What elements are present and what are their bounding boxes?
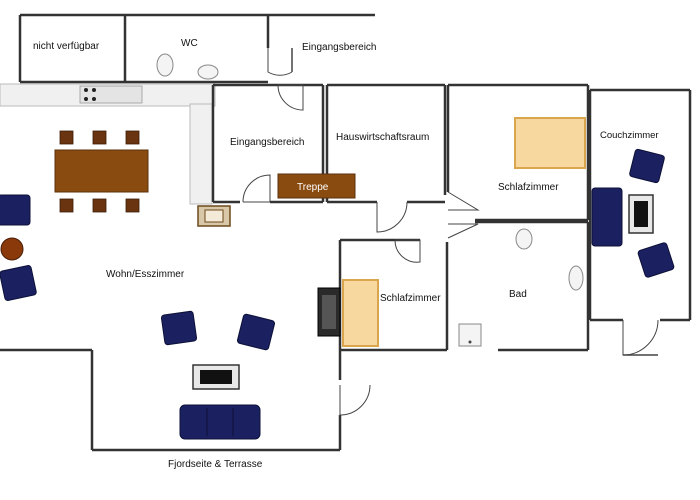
room-label-hauswirtschaftsraum: Hauswirtschaftsraum xyxy=(336,132,429,143)
stairs xyxy=(277,173,356,199)
living-armchairs xyxy=(160,310,276,351)
room-label-bad: Bad xyxy=(509,289,527,300)
room-label-eingangsbereich-top: Eingangsbereich xyxy=(302,42,377,53)
area-label-fjordseite: Fjordseite & Terrasse xyxy=(168,459,263,470)
tv-unit-icon xyxy=(317,287,341,337)
coffee-table-icon xyxy=(192,364,240,390)
room-label-nicht-verfuegbar: nicht verfügbar xyxy=(33,41,100,52)
doors xyxy=(242,48,659,416)
room-label-couchzimmer: Couchzimmer xyxy=(600,130,659,141)
bad-fixtures xyxy=(458,228,584,347)
bed-schlafzimmer-2 xyxy=(342,279,379,347)
couchzimmer-furniture xyxy=(591,148,675,278)
room-label-wc: WC xyxy=(181,38,198,49)
stove-icon xyxy=(197,205,231,227)
room-label-eingangsbereich: Eingangsbereich xyxy=(230,137,305,148)
wc-fixtures xyxy=(156,53,219,80)
room-label-schlafzimmer-2: Schlafzimmer xyxy=(380,293,441,304)
stairs-label: Treppe xyxy=(297,182,329,193)
room-label-wohn-esszimmer: Wohn/Esszimmer xyxy=(106,269,185,280)
living-seating-left xyxy=(0,194,37,301)
room-label-schlafzimmer-1: Schlafzimmer xyxy=(498,182,559,193)
walls xyxy=(0,13,692,452)
sofa-icon xyxy=(179,404,261,440)
bed-schlafzimmer-1 xyxy=(514,117,586,169)
dining-table-group xyxy=(54,130,149,213)
